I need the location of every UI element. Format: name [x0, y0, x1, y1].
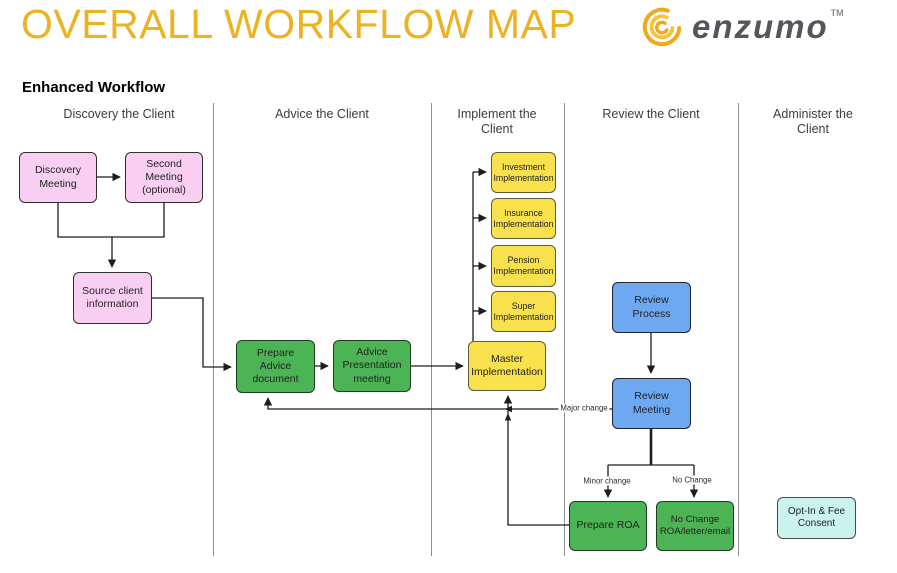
logo-wordmark: enzumo: [692, 8, 829, 45]
lane-separator: [738, 103, 739, 556]
node-label: Advice Presentation meeting: [342, 346, 402, 385]
node-review-meeting: Review Meeting: [612, 378, 691, 429]
edge-label-major-change: Major change: [558, 403, 610, 413]
node-master-implementation: Master Implementation: [468, 341, 546, 391]
node-no-change-roa-letter-email: No Change ROA/letter/email: [656, 501, 734, 551]
enzumo-swirl-icon: [642, 7, 682, 47]
node-label: Discovery Meeting: [34, 164, 82, 190]
node-investment-implementation: Investment Implementation: [491, 152, 556, 193]
node-second-meeting: Second Meeting (optional): [125, 152, 203, 203]
lane-header-administer: Administer the Client: [773, 107, 853, 136]
lane-header-discovery: Discovery the Client: [63, 107, 175, 121]
node-advice-presentation-meeting: Advice Presentation meeting: [333, 340, 411, 392]
node-label: Investment Implementation: [493, 161, 554, 183]
node-prepare-advice-document: Prepare Advice document: [236, 340, 315, 393]
node-label: Source client information: [82, 284, 143, 310]
page-title: OVERALL WORKFLOW MAP: [21, 1, 577, 47]
lane-separator: [431, 103, 432, 556]
node-label: Review Meeting: [632, 390, 671, 416]
node-opt-in-fee-consent: Opt-In & Fee Consent: [777, 497, 856, 539]
lane-header-review: Review the Client: [602, 107, 700, 121]
trademark-symbol: TM: [830, 8, 844, 18]
node-super-implementation: Super Implementation: [491, 291, 556, 332]
node-label: Prepare ROA: [576, 519, 640, 532]
lane-header-advice: Advice the Client: [275, 107, 369, 121]
node-review-process: Review Process: [612, 282, 691, 333]
node-label: Second Meeting (optional): [142, 157, 186, 197]
node-label: Prepare Advice document: [252, 346, 299, 386]
node-label: Master Implementation: [471, 352, 543, 378]
section-heading: Enhanced Workflow: [22, 79, 166, 96]
node-label: Opt-In & Fee Consent: [787, 505, 846, 530]
node-label: Super Implementation: [493, 300, 554, 322]
node-label: Pension Implementation: [493, 255, 554, 276]
edge-label-no-change: No Change: [670, 475, 714, 485]
lane-separator: [213, 103, 214, 556]
node-label: Insurance Implementation: [493, 207, 554, 229]
lane-separator: [564, 103, 565, 556]
node-discovery-meeting: Discovery Meeting: [19, 152, 97, 203]
lane-header-implement: Implement the Client: [457, 107, 537, 136]
edge-label-minor-change: Minor change: [581, 476, 633, 486]
node-label: Review Process: [632, 294, 671, 320]
node-source-client-information: Source client information: [73, 272, 152, 324]
node-prepare-roa: Prepare ROA: [569, 501, 647, 551]
node-pension-implementation: Pension Implementation: [491, 245, 556, 287]
node-insurance-implementation: Insurance Implementation: [491, 198, 556, 239]
node-label: No Change ROA/letter/email: [659, 514, 731, 537]
